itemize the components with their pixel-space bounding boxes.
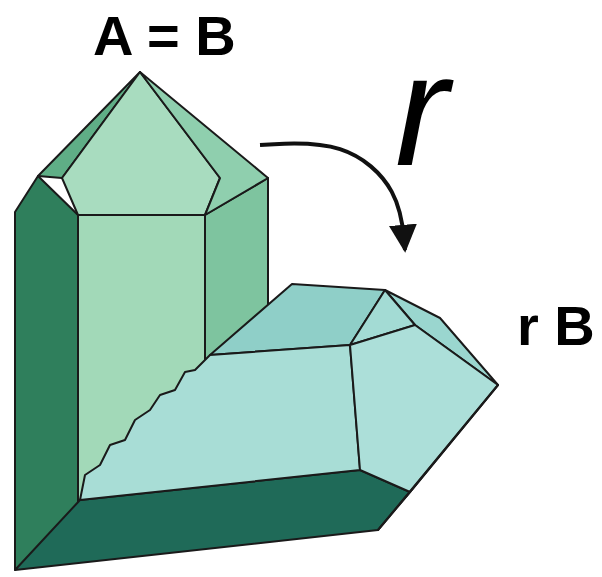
rotation-label: r bbox=[395, 30, 448, 190]
pyramid-face bbox=[350, 325, 498, 492]
rotation-arrow bbox=[260, 143, 405, 250]
crystal: r B bbox=[75, 250, 600, 532]
pyramid-face bbox=[140, 72, 268, 215]
crystal-label: A = B bbox=[93, 8, 236, 64]
pyramid-face bbox=[378, 385, 498, 530]
prism-face bbox=[80, 345, 360, 500]
crystal: A = B bbox=[15, 5, 260, 570]
crystal-label: r B bbox=[517, 298, 595, 354]
